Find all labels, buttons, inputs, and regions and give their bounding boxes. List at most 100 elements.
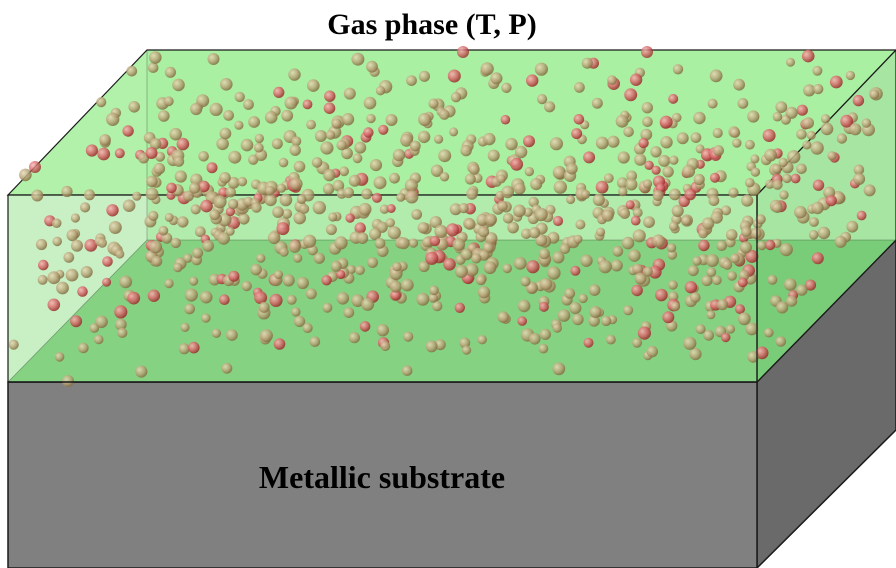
tan-particle [389, 280, 402, 293]
tan-particle [651, 234, 666, 248]
tan-particle [693, 173, 705, 186]
tan-particle [755, 214, 766, 225]
tan-particle [237, 176, 248, 187]
red-particle [624, 88, 638, 102]
tan-particle [97, 238, 108, 248]
tan-particle [727, 271, 737, 281]
red-particle [745, 249, 759, 263]
tan-particle [80, 266, 93, 278]
tan-particle [209, 102, 223, 116]
red-particle [273, 86, 285, 98]
tan-particle [219, 127, 232, 140]
red-particle [644, 160, 654, 170]
tan-particle [367, 257, 378, 268]
red-particle [225, 207, 235, 217]
tan-particle [764, 148, 777, 162]
tan-particle [668, 221, 679, 231]
tan-particle [225, 186, 236, 198]
tan-particle [733, 78, 745, 91]
tan-particle [369, 159, 383, 172]
tan-particle [303, 234, 317, 248]
tan-particle [588, 284, 601, 296]
tan-particle [573, 234, 583, 244]
box-edges [8, 195, 758, 383]
tan-particle [796, 284, 808, 296]
tan-particle [271, 138, 283, 150]
red-particle [145, 147, 158, 159]
tan-particle [84, 189, 95, 201]
tan-particle [288, 240, 302, 253]
tan-particle [703, 329, 715, 341]
tan-particle [173, 156, 185, 167]
tan-particle [676, 132, 689, 145]
tan-particle [464, 173, 476, 185]
tan-particle [331, 118, 342, 129]
tan-particle [284, 96, 298, 110]
tan-particle [490, 72, 503, 85]
tan-particle [460, 248, 473, 261]
tan-particle [126, 65, 138, 77]
tan-particle [741, 226, 752, 237]
tan-particle [513, 204, 526, 218]
tan-particle [54, 352, 65, 362]
tan-particle [177, 216, 189, 228]
tan-particle [293, 315, 306, 328]
tan-particle [803, 84, 816, 97]
tan-particle [71, 239, 83, 252]
tan-particle [296, 276, 309, 290]
tan-particle [254, 133, 264, 144]
tan-particle [524, 166, 534, 177]
tan-particle [483, 132, 496, 146]
tan-particle [544, 101, 556, 113]
tan-particle [56, 281, 69, 295]
tan-particle [352, 153, 363, 164]
tan-particle [434, 339, 446, 351]
tan-particle [276, 183, 287, 193]
red-particle [570, 265, 581, 276]
tan-particle [692, 256, 702, 266]
tan-particle [234, 91, 245, 103]
tan-particle [813, 83, 824, 95]
tan-particle [375, 86, 386, 96]
tan-particle [289, 177, 303, 191]
red-particle [147, 289, 161, 302]
tan-particle [434, 134, 444, 144]
tan-particle [812, 65, 823, 76]
tan-particle [537, 94, 548, 105]
red-particle [302, 99, 313, 110]
red-particle [637, 326, 652, 340]
tan-particle [553, 180, 567, 194]
tan-particle [106, 112, 120, 127]
tan-particle [552, 251, 565, 264]
tan-particle [642, 266, 653, 277]
tan-particle [99, 134, 111, 146]
tan-particle [52, 236, 62, 247]
tan-particle [288, 68, 301, 81]
tan-particle [192, 247, 204, 259]
tan-particle [765, 179, 775, 189]
tan-particle [114, 318, 127, 331]
red-particle [801, 49, 815, 63]
tan-particle [785, 106, 798, 119]
tan-particle [325, 130, 336, 140]
tan-particle [549, 137, 564, 151]
tan-particle [202, 240, 215, 252]
tan-particle [559, 243, 571, 255]
tan-particle [78, 342, 89, 354]
red-particle [269, 293, 283, 307]
red-particle [200, 199, 213, 213]
tan-particle [343, 307, 355, 318]
tan-particle [312, 200, 326, 215]
tan-particle [711, 275, 722, 286]
tan-particle [853, 173, 866, 185]
tan-particle [70, 213, 80, 223]
tan-particle [96, 97, 107, 108]
tan-particle [623, 126, 634, 138]
tan-particle [520, 276, 531, 287]
tan-particle [291, 136, 302, 147]
tan-particle [514, 145, 528, 159]
red-particle [106, 204, 119, 217]
tan-particle [784, 278, 797, 291]
tan-particle [289, 144, 301, 156]
tan-particle [155, 151, 166, 162]
